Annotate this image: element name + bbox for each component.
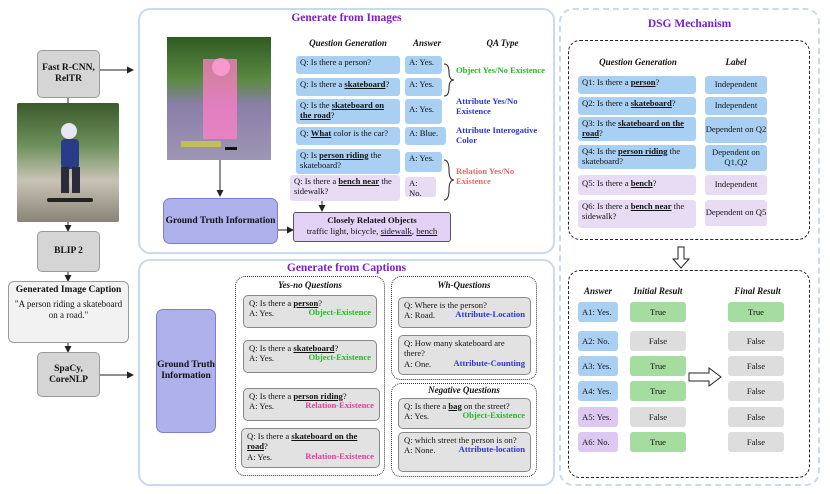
related-objects-box: Closely Related Objects traffic light, b…: [293, 212, 451, 242]
result-answer: A1: Yes.: [578, 302, 618, 322]
negative-qa-card: Q: which street the person is on? A: Non…: [398, 432, 531, 472]
final-result: False: [728, 407, 784, 427]
qa-type-relation-existence: Relation Yes/No Existence: [456, 166, 515, 186]
captions-ground-truth-label: Ground Truth Information: [157, 360, 215, 381]
dsg-label: Independent: [705, 76, 767, 94]
images-question-row: Q: Is person riding the skateboard?: [296, 149, 400, 174]
initial-result: False: [630, 331, 686, 351]
dsg-label-header: Label: [725, 57, 747, 67]
dsg-label: Dependent on Q1,Q2: [705, 145, 767, 171]
caption-title: Generated Image Caption: [15, 285, 122, 295]
images-qatype-header: QA Type: [486, 38, 519, 48]
captions-panel: [138, 259, 555, 486]
nlp-box: SpaCy, CoreNLP: [37, 352, 100, 397]
skater-figure-icon: [47, 123, 93, 202]
negative-title: Negative Questions: [428, 385, 500, 395]
results-initial-header: Initial Result: [633, 286, 683, 296]
images-answer-header: Answer: [412, 38, 441, 48]
initial-result: True: [630, 381, 686, 401]
images-answer: A: Yes.: [405, 152, 442, 172]
images-question-row: Q: Is there a bench near the sidewalk?: [290, 175, 400, 201]
yesno-title: Yes-no Questions: [278, 280, 342, 290]
images-question-row: Q: Is there a skateboard?: [296, 78, 400, 96]
dsg-question: Q6: Is there a bench near the sidewalk?: [578, 200, 696, 228]
dsg-question: Q1: Is there a person?: [578, 76, 696, 94]
final-result: True: [728, 302, 784, 322]
images-answer: A: Yes.: [405, 78, 442, 96]
qa-type-attribute-color: Attribute Interogative Color: [456, 125, 538, 145]
dsg-title: DSG Mechanism: [647, 18, 732, 30]
dsg-label: Dependent on Q5: [705, 200, 767, 226]
final-result: False: [728, 381, 784, 401]
wh-group: [391, 276, 537, 380]
related-objects-list: traffic light, bicycle, sidewalk, bench: [306, 225, 438, 236]
negative-group: [391, 383, 537, 477]
negative-qa-card: Q: Is there a bag on the street? A: Yes.…: [398, 398, 531, 429]
images-question-row: Q: What color is the car?: [296, 127, 400, 145]
yesno-qa-card: Q: Is there a skateboard on the road? A:…: [241, 428, 380, 468]
final-result: False: [728, 356, 784, 376]
result-answer: A6: No.: [578, 432, 618, 452]
caption-text: "A person riding a skateboard on a road.…: [14, 299, 123, 321]
yesno-group: [235, 276, 385, 476]
qa-type-object-existence: Object Yes/No Existence: [456, 65, 545, 75]
images-answer: A: Yes.: [405, 56, 442, 74]
initial-result: True: [630, 356, 686, 376]
wh-qa-card: Q: How many skateboard are there? A: One…: [398, 335, 531, 375]
dsg-question: Q3: Is the skateboard on the road?: [578, 117, 696, 141]
result-answer: A3: Yes.: [578, 356, 618, 376]
skateboard-photo: [17, 103, 119, 222]
wh-title: Wh-Questions: [437, 280, 491, 290]
dsg-question: Q2: Is there a skateboard?: [578, 97, 696, 115]
images-panel: [138, 8, 555, 254]
images-answer: A: No.: [405, 177, 436, 198]
images-panel-title: Generate from Images: [291, 12, 402, 24]
detector-box: Fast R-CNN, RelTR: [37, 50, 100, 98]
dsg-question: Q4: Is the person riding the skateboard?: [578, 145, 696, 169]
result-answer: A4: Yes.: [578, 381, 618, 401]
images-ground-truth-label: Ground Truth Information: [165, 215, 276, 226]
qa-type-attribute-existence: Attribute Yes/No Existence: [456, 96, 518, 116]
dsg-results-group: [568, 270, 810, 478]
results-final-header: Final Result: [734, 286, 781, 296]
images-ground-truth: Ground Truth Information: [163, 198, 278, 244]
segmented-photo: [167, 37, 271, 160]
images-qg-header: Question Generation: [309, 38, 387, 48]
nlp-label: SpaCy, CoreNLP: [49, 363, 88, 385]
detector-label: Fast R-CNN, RelTR: [42, 63, 95, 84]
dsg-question: Q5: Is there a bench?: [578, 175, 696, 195]
dsg-label: Dependent on Q2: [705, 117, 767, 143]
results-answer-header: Answer: [583, 286, 612, 296]
images-question-row: Q: Is the skateboard on the road?: [296, 99, 400, 124]
initial-result: True: [630, 432, 686, 452]
final-result: False: [728, 432, 784, 452]
blip-box: BLIP 2: [37, 231, 100, 272]
related-objects-title: Closely Related Objects: [327, 215, 417, 225]
images-answer: A: Blue.: [405, 127, 446, 145]
yesno-qa-card: Q: Is there a person riding? A: Yes.Rela…: [243, 388, 380, 421]
final-result: False: [728, 331, 784, 351]
wh-qa-card: Q: Where is the person? A: Road.Attribut…: [398, 297, 531, 328]
yesno-qa-card: Q: Is there a person? A: Yes.Object-Exis…: [243, 295, 377, 328]
captions-ground-truth: Ground Truth Information: [156, 309, 216, 433]
dsg-questions-group: [568, 40, 810, 240]
dsg-qg-header: Question Generation: [599, 57, 677, 67]
caption-box: Generated Image Caption "A person riding…: [8, 281, 129, 343]
blip-label: BLIP 2: [54, 246, 83, 257]
images-answer: A: Yes.: [405, 99, 442, 124]
initial-result: True: [630, 302, 686, 322]
images-question-row: Q: Is there a person?: [296, 56, 400, 74]
yesno-qa-card: Q: Is there a skateboard? A: Yes.Object-…: [243, 340, 377, 373]
result-answer: A2: No.: [578, 331, 618, 351]
initial-result: False: [630, 407, 686, 427]
dsg-label: Independent: [705, 175, 767, 195]
dsg-label: Independent: [705, 97, 767, 115]
dsg-panel: [559, 8, 820, 486]
result-answer: A5: Yes.: [578, 407, 618, 427]
segmentation-mask-icon: [181, 58, 237, 150]
captions-panel-title: Generate from Captions: [286, 262, 407, 274]
